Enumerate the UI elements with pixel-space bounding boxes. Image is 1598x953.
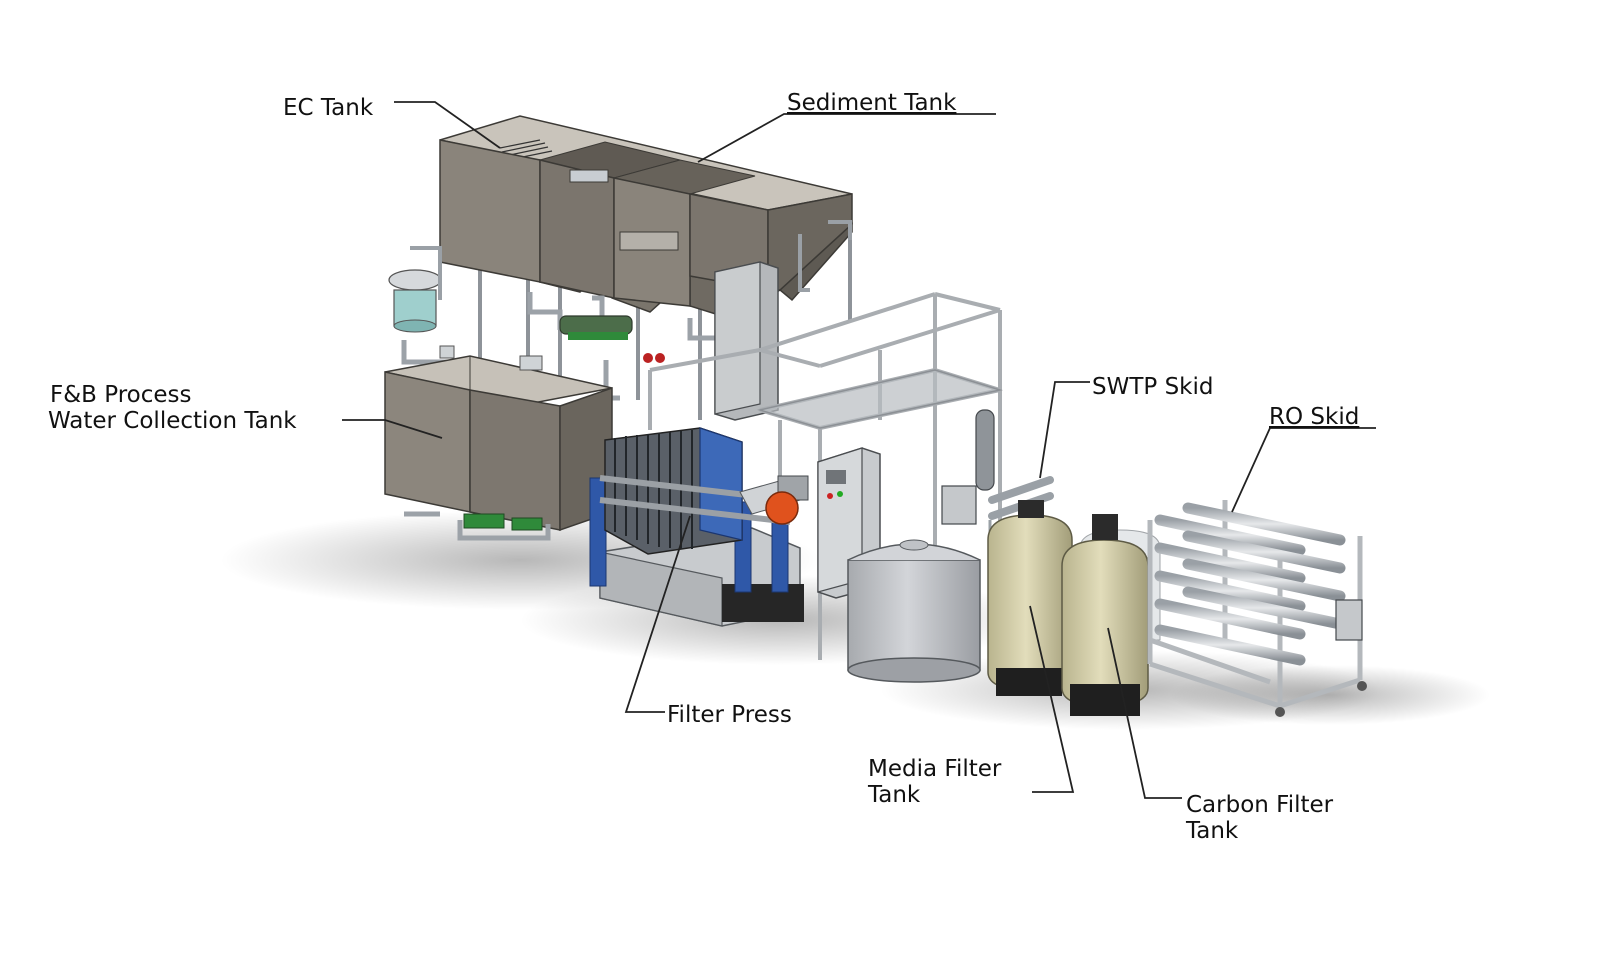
label-media-filter-line1: Media Filter xyxy=(868,756,1002,782)
carbon-filter-tank xyxy=(1061,514,1149,716)
label-ec-tank: EC Tank xyxy=(283,95,374,121)
control-panel xyxy=(714,261,779,421)
label-filter-press: Filter Press xyxy=(667,702,792,728)
label-swtp-skid: SWTP Skid xyxy=(1092,374,1213,400)
dosing-tank xyxy=(388,246,442,333)
leader-lines xyxy=(342,101,1376,799)
filter-press xyxy=(589,427,809,627)
pump-units xyxy=(559,315,665,363)
collection-tank xyxy=(384,345,613,541)
label-carbon-filter-line2: Tank xyxy=(1185,818,1239,844)
sediment-tank-block xyxy=(439,115,853,420)
water-storage-tank xyxy=(847,539,981,683)
label-fb-process-line1: F&B Process xyxy=(50,382,192,408)
label-media-filter-line2: Tank xyxy=(867,782,921,808)
ro-skid xyxy=(1147,500,1367,717)
label-carbon-filter-line1: Carbon Filter xyxy=(1186,792,1334,818)
label-fb-process-line2: Water Collection Tank xyxy=(48,408,297,434)
platform-deck xyxy=(757,369,1003,429)
label-ro-skid: RO Skid xyxy=(1269,404,1359,430)
label-sediment-tank: Sediment Tank xyxy=(787,90,957,116)
media-filter-tank xyxy=(987,500,1073,696)
